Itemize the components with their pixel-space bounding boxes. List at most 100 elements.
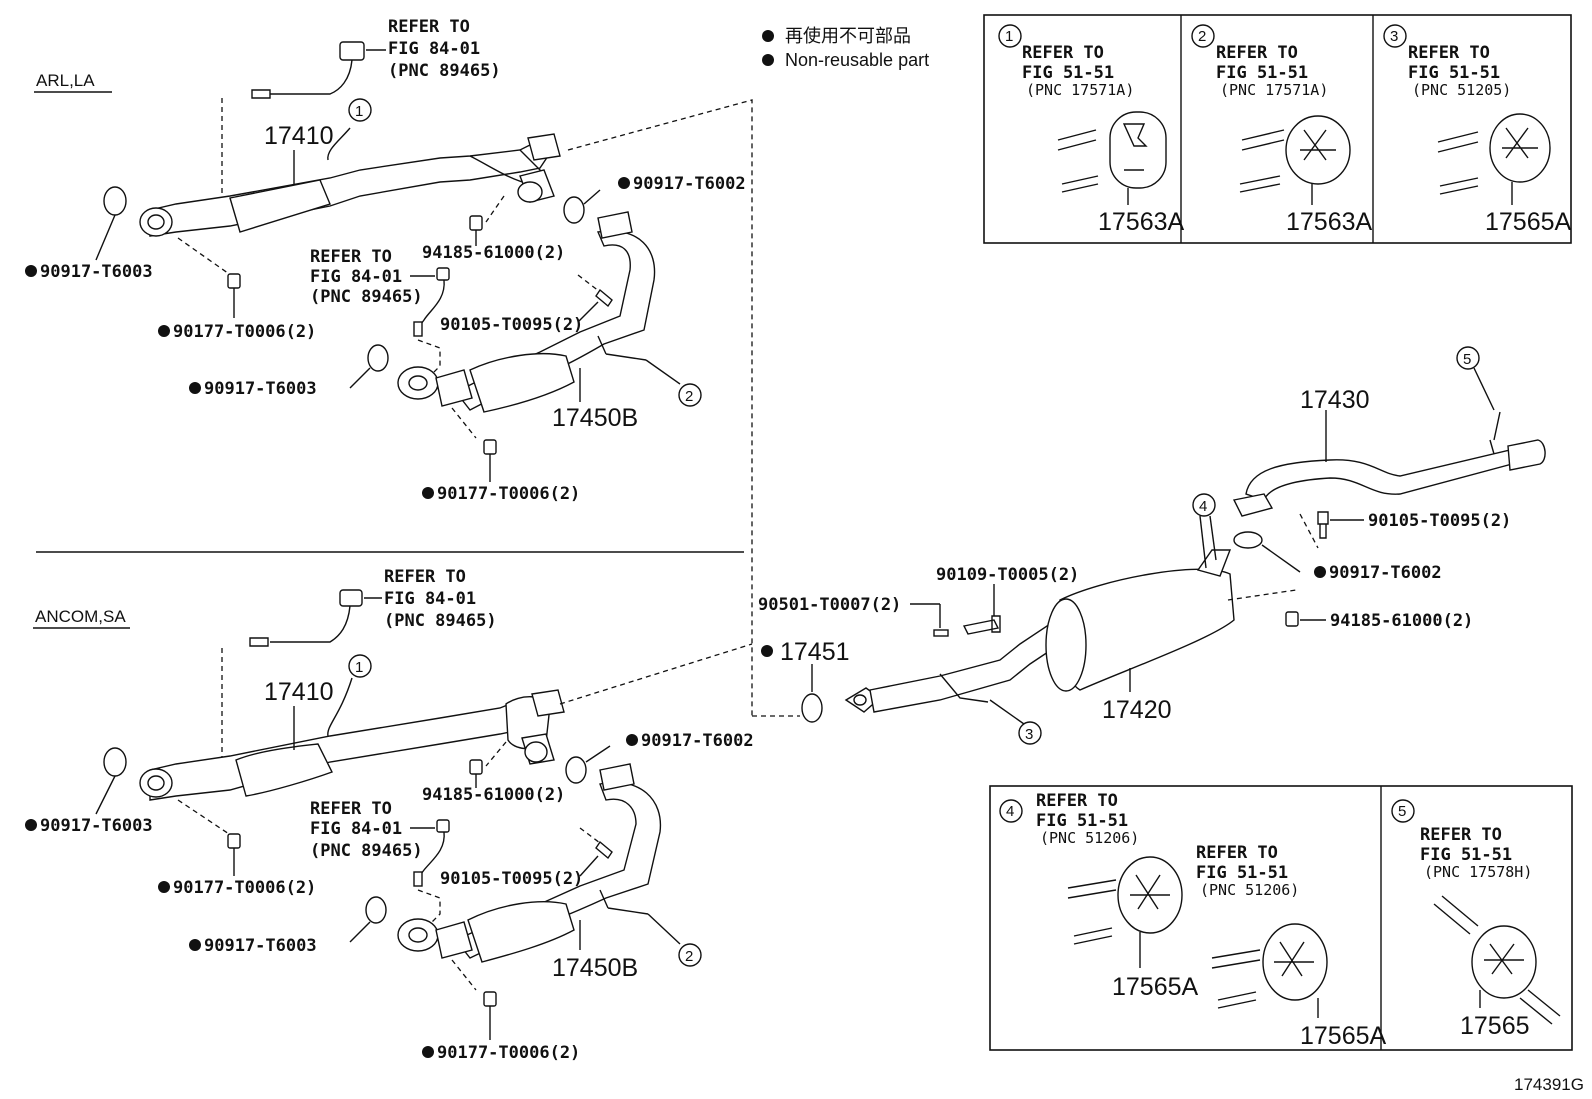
svg-text:1: 1: [355, 103, 363, 120]
svg-text:17410: 17410: [264, 122, 334, 150]
front-pipe-17410: [139, 677, 565, 801]
oxygen-sensor-icon: [413, 819, 450, 887]
bolt-icon: [1317, 511, 1329, 539]
svg-text:5: 5: [1463, 351, 1471, 368]
svg-text:(PNC 89465): (PNC 89465): [388, 61, 501, 81]
svg-text:90177-T0006(2): 90177-T0006(2): [437, 484, 580, 504]
svg-text:90917-T6003: 90917-T6003: [40, 262, 153, 282]
svg-text:REFER TO: REFER TO: [1216, 43, 1298, 63]
rubber-hanger-icon: [1437, 113, 1551, 195]
gasket-icon: [565, 756, 587, 784]
bolt-icon: [962, 615, 1001, 635]
figure-id: 174391G: [1514, 1075, 1584, 1094]
nut-icon: [483, 991, 497, 1007]
gasket-icon: [365, 896, 387, 924]
svg-text:90105-T0095(2): 90105-T0095(2): [1368, 511, 1511, 531]
rubber-hanger-icon: [1211, 923, 1328, 1009]
svg-text:94185-61000(2): 94185-61000(2): [422, 785, 565, 805]
front-pipe-17450B: [397, 211, 656, 413]
nut-icon: [1285, 611, 1299, 627]
inset-4: 4 REFER TO FIG 51-51 (PNC 51206) 17565A …: [999, 791, 1387, 1050]
legend-jp: 再使用不可部品: [785, 26, 911, 46]
svg-text:FIG 51-51: FIG 51-51: [1420, 845, 1512, 865]
svg-text:(PNC 51205): (PNC 51205): [1412, 81, 1511, 99]
svg-text:17410: 17410: [264, 678, 334, 706]
oxygen-sensor-icon: [249, 589, 363, 647]
svg-text:3: 3: [1390, 28, 1398, 45]
top-assembly: REFER TO FIG 84-01 (PNC 89465) 1 17410 9…: [25, 17, 753, 716]
oxygen-sensor-icon: [413, 267, 450, 337]
inset-1: 1 REFER TO FIG 51-51 (PNC 17571A) 17563A: [998, 24, 1185, 236]
nonreusable-bullet-icon: [762, 30, 774, 42]
svg-text:2: 2: [685, 948, 693, 965]
svg-text:94185-61000(2): 94185-61000(2): [1330, 611, 1473, 631]
svg-text:17420: 17420: [1102, 696, 1172, 724]
section-label-top: ARL,LA: [36, 71, 95, 90]
svg-text:REFER TO: REFER TO: [310, 247, 392, 267]
svg-text:4: 4: [1006, 803, 1014, 820]
svg-text:90917-T6002: 90917-T6002: [633, 174, 746, 194]
svg-text:5: 5: [1398, 803, 1406, 820]
svg-text:(PNC 51206): (PNC 51206): [1200, 881, 1299, 899]
svg-text:FIG 84-01: FIG 84-01: [384, 589, 476, 609]
flange-icon: [1232, 493, 1274, 517]
svg-text:(PNC 89465): (PNC 89465): [384, 611, 497, 631]
center-rear-assembly: 17451 3 17420 90501-T0007(2) 90109-T0005…: [752, 346, 1546, 745]
svg-text:17450B: 17450B: [552, 404, 638, 432]
svg-text:90109-T0005(2): 90109-T0005(2): [936, 565, 1079, 585]
svg-text:90105-T0095(2): 90105-T0095(2): [440, 315, 583, 335]
svg-text:17563A: 17563A: [1286, 208, 1373, 236]
svg-text:3: 3: [1025, 726, 1033, 743]
rubber-hanger-icon: [1067, 856, 1183, 945]
nut-icon: [469, 759, 483, 775]
svg-text:FIG 51-51: FIG 51-51: [1036, 811, 1128, 831]
svg-text:90177-T0006(2): 90177-T0006(2): [173, 322, 316, 342]
svg-text:17565A: 17565A: [1485, 208, 1572, 236]
section-label-bottom: ANCOM,SA: [35, 607, 126, 626]
bolt-icon: [595, 288, 613, 308]
svg-text:94185-61000(2): 94185-61000(2): [422, 243, 565, 263]
svg-text:REFER TO: REFER TO: [384, 567, 466, 587]
svg-text:(PNC 51206): (PNC 51206): [1040, 829, 1139, 847]
svg-text:17565: 17565: [1460, 1012, 1530, 1040]
inset-2: 2 REFER TO FIG 51-51 (PNC 17571A) 17563A: [1191, 24, 1373, 236]
svg-text:REFER TO: REFER TO: [1420, 825, 1502, 845]
svg-text:2: 2: [1198, 28, 1206, 45]
nut-icon: [469, 215, 483, 231]
svg-text:90177-T0006(2): 90177-T0006(2): [173, 878, 316, 898]
rubber-hanger-icon: [1239, 115, 1351, 193]
svg-text:FIG 84-01: FIG 84-01: [310, 819, 402, 839]
svg-text:FIG 51-51: FIG 51-51: [1216, 63, 1308, 83]
svg-text:1: 1: [1005, 28, 1013, 45]
front-pipe-17410: [139, 127, 561, 237]
rubber-hanger-icon: [1433, 895, 1561, 1025]
gasket-icon: [103, 186, 127, 216]
gasket-icon: [367, 344, 389, 372]
svg-text:FIG 51-51: FIG 51-51: [1408, 63, 1500, 83]
legend: 再使用不可部品 Non-reusable part: [762, 26, 929, 70]
inset-box-bottom: [989, 785, 1573, 1051]
svg-text:2: 2: [685, 388, 693, 405]
gasket-icon: [103, 747, 127, 777]
svg-text:1: 1: [355, 659, 363, 676]
rubber-hanger-icon: [1057, 111, 1167, 193]
svg-text:FIG 84-01: FIG 84-01: [388, 39, 480, 59]
svg-text:90917-T6003: 90917-T6003: [204, 379, 317, 399]
oxygen-sensor-icon: [251, 41, 365, 99]
inset-3: 3 REFER TO FIG 51-51 (PNC 51205) 17565A: [1383, 24, 1572, 236]
svg-text:90917-T6002: 90917-T6002: [1329, 563, 1442, 583]
svg-text:(PNC 89465): (PNC 89465): [310, 287, 423, 307]
svg-text:90917-T6002: 90917-T6002: [641, 731, 754, 751]
nonreusable-bullet-icon: [762, 54, 774, 66]
inset-box-top: [983, 14, 1572, 244]
svg-text:90105-T0095(2): 90105-T0095(2): [440, 869, 583, 889]
svg-text:17450B: 17450B: [552, 954, 638, 982]
gasket-icon: [1233, 531, 1263, 549]
front-pipe-17450B: [397, 763, 662, 963]
nut-icon: [227, 833, 241, 849]
svg-text:17565A: 17565A: [1112, 973, 1199, 1001]
svg-text:REFER TO: REFER TO: [388, 17, 470, 37]
gasket-icon: [563, 196, 585, 224]
svg-text:(PNC 89465): (PNC 89465): [310, 841, 423, 861]
